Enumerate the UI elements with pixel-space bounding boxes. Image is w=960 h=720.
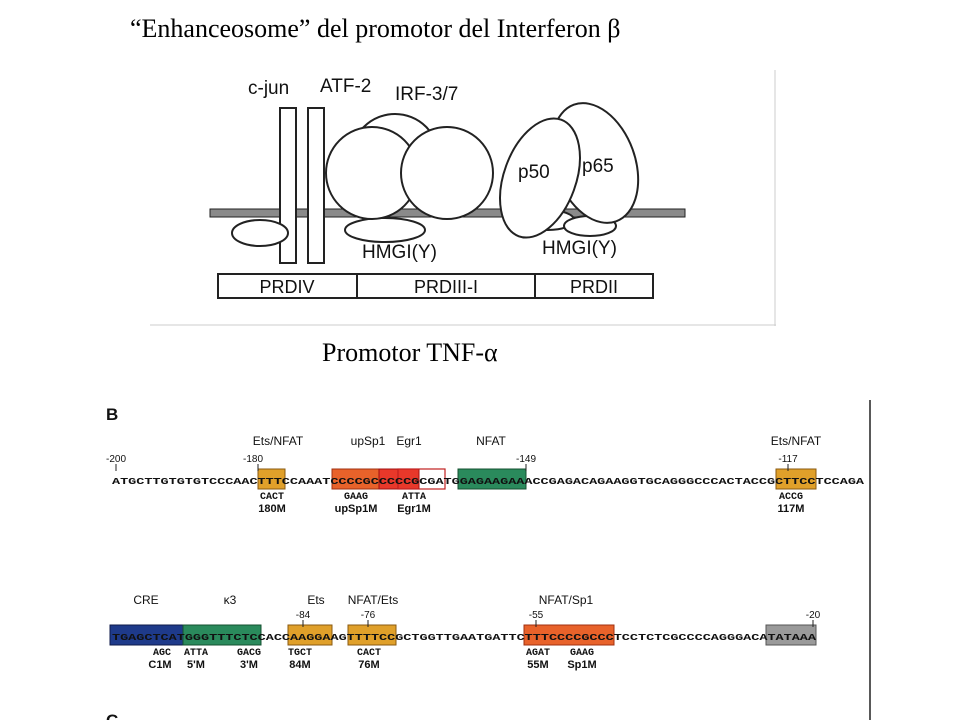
prd-label-3: PRDII bbox=[570, 277, 618, 297]
enhanceosome-diagram: c-jun ATF-2 IRF-3/7 p50 p65 HMGI(Y) HMGI… bbox=[150, 70, 776, 326]
row2-site-box-4 bbox=[347, 624, 397, 646]
prd-label-1: PRDIV bbox=[259, 277, 314, 297]
row2-mutation-name-5: 76M bbox=[358, 659, 379, 671]
row1-site-label-3: Egr1 bbox=[396, 434, 422, 448]
row2-site-box-5 bbox=[523, 624, 615, 646]
row1-site-box-5 bbox=[775, 468, 817, 490]
row2-mutation-name-1: C1M bbox=[148, 659, 171, 671]
atf2-bar bbox=[307, 107, 325, 264]
row1-mutation-name-1: 180M bbox=[258, 503, 286, 515]
row2-site-label-5: NFAT/Sp1 bbox=[539, 593, 594, 607]
row2-mutation-name-7: Sp1M bbox=[567, 659, 596, 671]
row2-mutation-name-2: 5'M bbox=[187, 659, 205, 671]
row1-mutation-name-4: 117M bbox=[778, 503, 805, 515]
row2-sequence: TGAGCTCATGGGTTTCTCCACCAAGGAAGTTTTCCGCTGG… bbox=[112, 632, 816, 643]
row2-site-box-2 bbox=[182, 624, 262, 646]
row2-position-1: -84 bbox=[296, 610, 311, 621]
row1-mutation-seq-3: ATTA bbox=[402, 492, 426, 503]
irf-circle-2 bbox=[400, 126, 494, 220]
p50-ellipse bbox=[499, 117, 581, 239]
row2-mutation-seq-2: ATTA bbox=[184, 648, 208, 659]
hmgi-left-ellipse bbox=[231, 219, 289, 247]
row1-site-box-1 bbox=[257, 468, 286, 490]
row2-mutation-seq-4: TGCT bbox=[288, 648, 312, 659]
hmgi-center-ellipse bbox=[344, 217, 426, 243]
p50-label: p50 bbox=[518, 162, 550, 183]
row2-site-label-1: CRE bbox=[133, 593, 158, 607]
row1-mutation-seq-1: CACT bbox=[260, 492, 284, 503]
slide-title: “Enhanceosome” del promotor del Interfer… bbox=[130, 14, 621, 43]
cjun-bar bbox=[279, 107, 297, 264]
panel-label-c: C bbox=[106, 711, 118, 720]
row2-site-label-4: NFAT/Ets bbox=[348, 593, 398, 607]
row1-site-box-4 bbox=[457, 468, 527, 490]
irf-label: IRF-3/7 bbox=[395, 84, 458, 105]
row1-site-label-5: Ets/NFAT bbox=[771, 434, 822, 448]
panel-label-b: B bbox=[106, 405, 118, 424]
row2-mutation-seq-6: AGAT bbox=[526, 648, 550, 659]
hmgi-left-label: HMGI(Y) bbox=[362, 242, 437, 263]
row1-position-3: -149 bbox=[516, 454, 536, 465]
row1-sequence: ATGCTTGTGTGTCCCAACTTTCCAAATCCCCGCCCCCGCG… bbox=[112, 476, 864, 487]
row1-mutation-name-2: upSp1M bbox=[335, 503, 378, 515]
slide-subtitle: Promotor TNF-α bbox=[322, 338, 498, 367]
row1-site-label-1: Ets/NFAT bbox=[253, 434, 304, 448]
row2-mutation-seq-7: GAAG bbox=[570, 648, 594, 659]
row1-position-1: -200 bbox=[106, 454, 126, 465]
row1-position-2: -180 bbox=[243, 454, 263, 465]
p65-label: p65 bbox=[582, 156, 614, 177]
row2-mutation-seq-3: GACG bbox=[237, 648, 261, 659]
tnf-promoter-panel: B C Ets/NFAT upSp1 Egr1 NFAT Ets/NFAT -2… bbox=[106, 400, 871, 720]
prd-box bbox=[217, 273, 654, 299]
row2-mutation-name-3: 3'M bbox=[240, 659, 258, 671]
row2-site-label-2: κ3 bbox=[224, 593, 237, 607]
atf2-label: ATF-2 bbox=[320, 76, 371, 97]
row1-site-label-4: NFAT bbox=[476, 434, 506, 448]
row2-mutation-seq-5: CACT bbox=[357, 648, 381, 659]
row2-mutation-seq-1: AGC bbox=[153, 648, 171, 659]
row1-mutation-seq-4: ACCG bbox=[779, 492, 803, 503]
row2-mutation-name-4: 84M bbox=[289, 659, 310, 671]
row1-site-label-2: upSp1 bbox=[351, 434, 386, 448]
row2-position-2: -76 bbox=[361, 610, 376, 621]
row1-mutation-name-3: Egr1M bbox=[397, 503, 431, 515]
hmgi-right-label: HMGI(Y) bbox=[542, 238, 617, 259]
row2-site-label-3: Ets bbox=[307, 593, 324, 607]
row2-position-3: -55 bbox=[529, 610, 544, 621]
row2-site-box-3 bbox=[287, 624, 333, 646]
row2-position-4: -20 bbox=[806, 610, 821, 621]
row2-mutation-name-6: 55M bbox=[527, 659, 548, 671]
prd-label-2: PRDIII-I bbox=[414, 277, 478, 297]
row1-position-4: -117 bbox=[778, 454, 798, 465]
row2-site-box-6 bbox=[765, 624, 817, 646]
cjun-label: c-jun bbox=[248, 78, 289, 99]
row1-mutation-seq-2: GAAG bbox=[344, 492, 368, 503]
row1-site-box-3-outline bbox=[397, 468, 446, 490]
